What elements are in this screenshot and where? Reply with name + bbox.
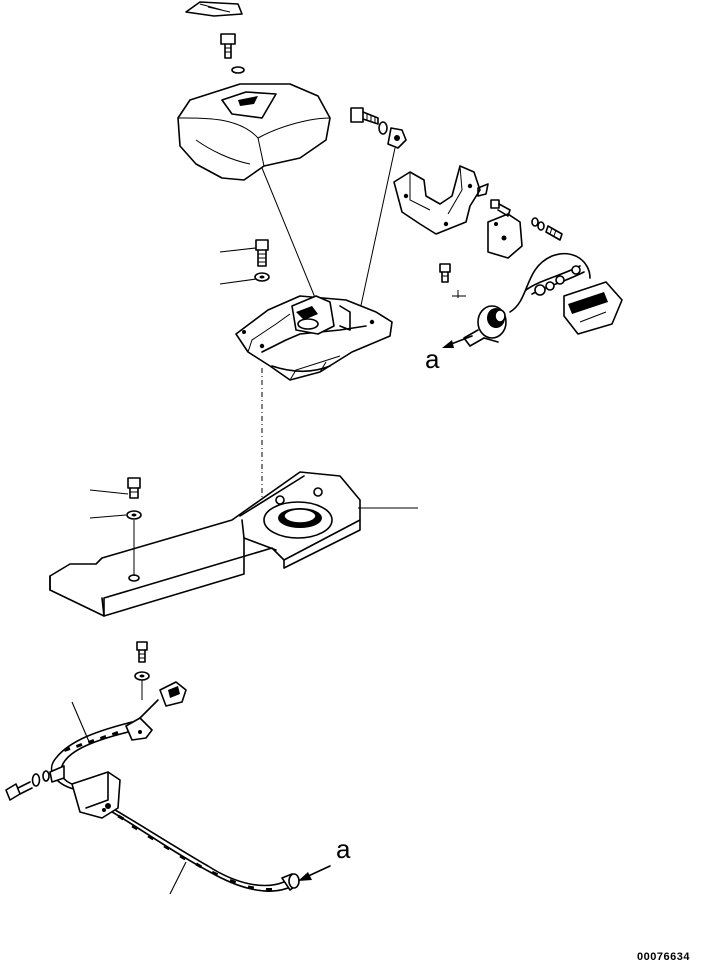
bracket-mount-bolt [254,239,270,282]
ref-label-lower: a [336,834,351,864]
shift-lever-bracket [235,295,393,381]
console-cover [177,83,331,181]
harness-bracket [71,771,121,819]
knob-cap-part [185,1,243,17]
ref-label-upper: a [425,344,440,374]
wiring-harness [50,721,289,892]
left-bolt [5,765,65,801]
ref-arrow-upper: a [425,335,473,374]
cap-bolt [220,33,245,74]
right-bracket [393,165,489,235]
harness-connector [125,681,187,741]
floor-plate [49,471,361,617]
plate-bolt [126,477,142,520]
switch-body [463,305,507,347]
harness-end-plug [281,873,300,891]
switch-screw [439,263,466,298]
harness-clip-bolt [134,641,150,681]
drawing-number: 00076634 [637,951,690,963]
switch-harness [509,253,591,313]
small-screws [490,199,563,241]
bracket-bolt [350,107,407,149]
ref-arrow-lower: a [298,834,351,881]
wire-connector [563,281,623,335]
bracket-plate [487,213,523,259]
